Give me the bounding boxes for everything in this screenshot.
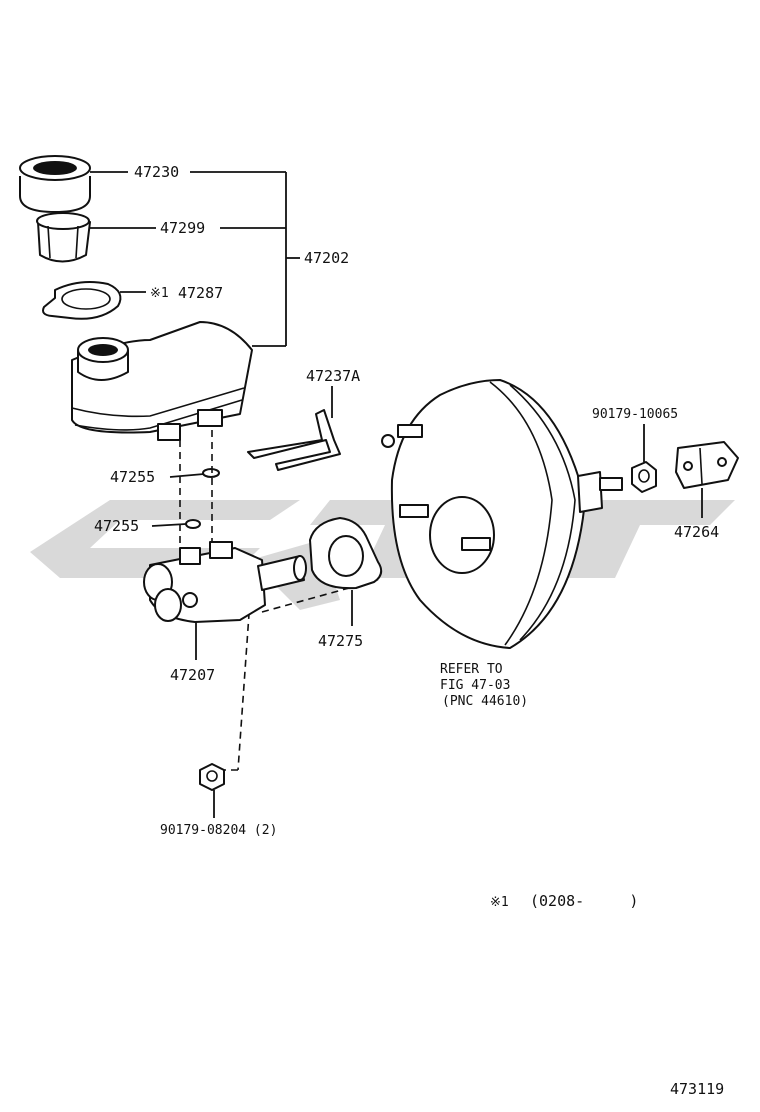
reservoir-cap [19, 155, 91, 213]
brake-fluid-reservoir [71, 321, 253, 441]
brake-booster [381, 379, 623, 649]
reservoir-strainer [36, 212, 91, 263]
cylinder-mounting-nut [199, 763, 225, 791]
master-cylinder [143, 541, 307, 623]
leader-lines [90, 171, 703, 818]
grommet-lower [185, 519, 201, 529]
refer-line-3: (PNC 44610) [442, 694, 528, 709]
label-47237A: 47237A [306, 367, 360, 385]
cylinder-gasket-plate [309, 517, 383, 590]
push-rod-clevis [675, 441, 739, 489]
label-47230: 47230 [134, 163, 179, 181]
booster-nut [631, 461, 657, 493]
label-47299: 47299 [160, 219, 205, 237]
label-47264: 47264 [674, 523, 719, 541]
label-47287: 47287 [178, 284, 223, 302]
note-mark: ※1 [490, 895, 509, 910]
label-47207: 47207 [170, 666, 215, 684]
refer-line-2: FIG 47-03 [440, 678, 510, 693]
label-47202: 47202 [304, 249, 349, 267]
label-47255-upper: 47255 [110, 468, 155, 486]
grommet-upper [202, 468, 220, 478]
label-47255-lower: 47255 [94, 517, 139, 535]
label-47275: 47275 [318, 632, 363, 650]
reservoir-tube [247, 409, 341, 471]
note-range: (0208- ) [530, 892, 638, 910]
label-gasket-mark: ※1 [150, 286, 169, 301]
figure-number: 473119 [670, 1080, 724, 1098]
label-90179-10065: 90179-10065 [592, 407, 678, 422]
reservoir-gasket [42, 281, 122, 320]
refer-line-1: REFER TO [440, 662, 503, 677]
label-90179-08204: 90179-08204 (2) [160, 823, 277, 838]
